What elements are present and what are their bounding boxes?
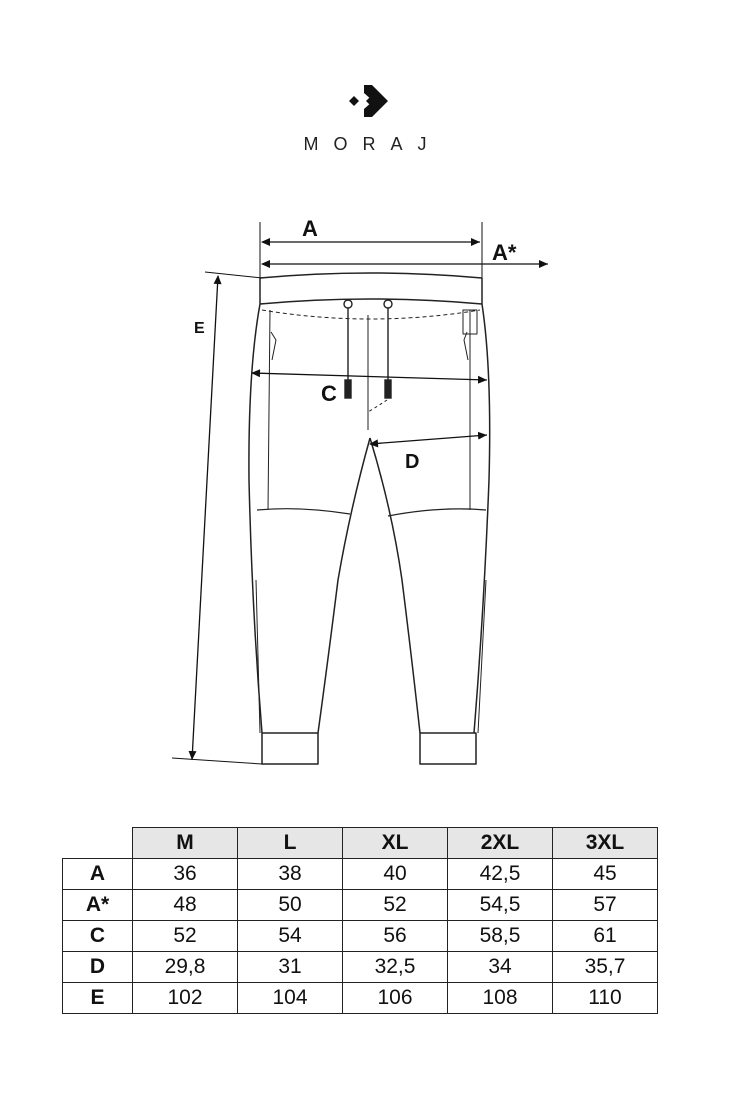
table-cell: 40 [342,858,448,890]
label-a: A [302,216,318,241]
measurement-row-label: C [62,920,133,952]
table-cell: 42,5 [447,858,553,890]
table-cell: 104 [237,982,343,1014]
table-cell: 106 [342,982,448,1014]
table-cell: 50 [237,889,343,921]
size-chart-table: M L XL 2XL 3XL A 36 38 40 42,5 45 A* 48 … [62,827,658,1014]
table-cell: 32,5 [342,951,448,983]
measure-e-line [188,275,222,761]
table-cell: 61 [552,920,658,952]
table-cell: 36 [132,858,238,890]
measurement-row-label: D [62,951,133,983]
size-column-header: XL [342,827,448,859]
table-cell: 54 [237,920,343,952]
brand-name: MORAJ [303,134,442,154]
table-cell: 102 [132,982,238,1014]
table-cell: 45 [552,858,658,890]
brand-logo [349,85,388,117]
pants-technical-drawing: A A* C D E [171,216,548,765]
table-cell: 52 [342,889,448,921]
table-cell: 52 [132,920,238,952]
size-column-header: 2XL [447,827,553,859]
label-d: D [405,451,419,473]
measure-c-line [251,369,488,384]
logo-mark-icon [349,85,388,117]
measurement-lines [171,222,548,765]
measurement-row-label: A [62,858,133,890]
table-cell: 34 [447,951,553,983]
table-row: A* 48 50 52 54,5 57 [62,889,658,921]
table-cell: 31 [237,951,343,983]
table-cell: 58,5 [447,920,553,952]
label-c: C [321,381,337,406]
table-cell: 38 [237,858,343,890]
table-corner [62,827,133,859]
measurement-labels: A A* C D E [194,216,517,473]
table-row: C 52 54 56 58,5 61 [62,920,658,952]
table-cell: 35,7 [552,951,658,983]
table-cell: 56 [342,920,448,952]
size-header-row: M L XL 2XL 3XL [62,827,658,859]
label-a-star: A* [492,240,517,265]
table-row: E 102 104 106 108 110 [62,982,658,1014]
measure-d-line [369,431,488,448]
label-e: E [194,320,205,337]
pants-outline [248,272,491,765]
table-cell: 108 [447,982,553,1014]
size-column-header: 3XL [552,827,658,859]
table-cell: 54,5 [447,889,553,921]
table-row: D 29,8 31 32,5 34 35,7 [62,951,658,983]
table-row: A 36 38 40 42,5 45 [62,858,658,890]
size-column-header: L [237,827,343,859]
size-column-header: M [132,827,238,859]
table-cell: 29,8 [132,951,238,983]
measurement-row-label: E [62,982,133,1014]
table-cell: 48 [132,889,238,921]
table-cell: 57 [552,889,658,921]
table-cell: 110 [552,982,658,1014]
measurement-row-label: A* [62,889,133,921]
